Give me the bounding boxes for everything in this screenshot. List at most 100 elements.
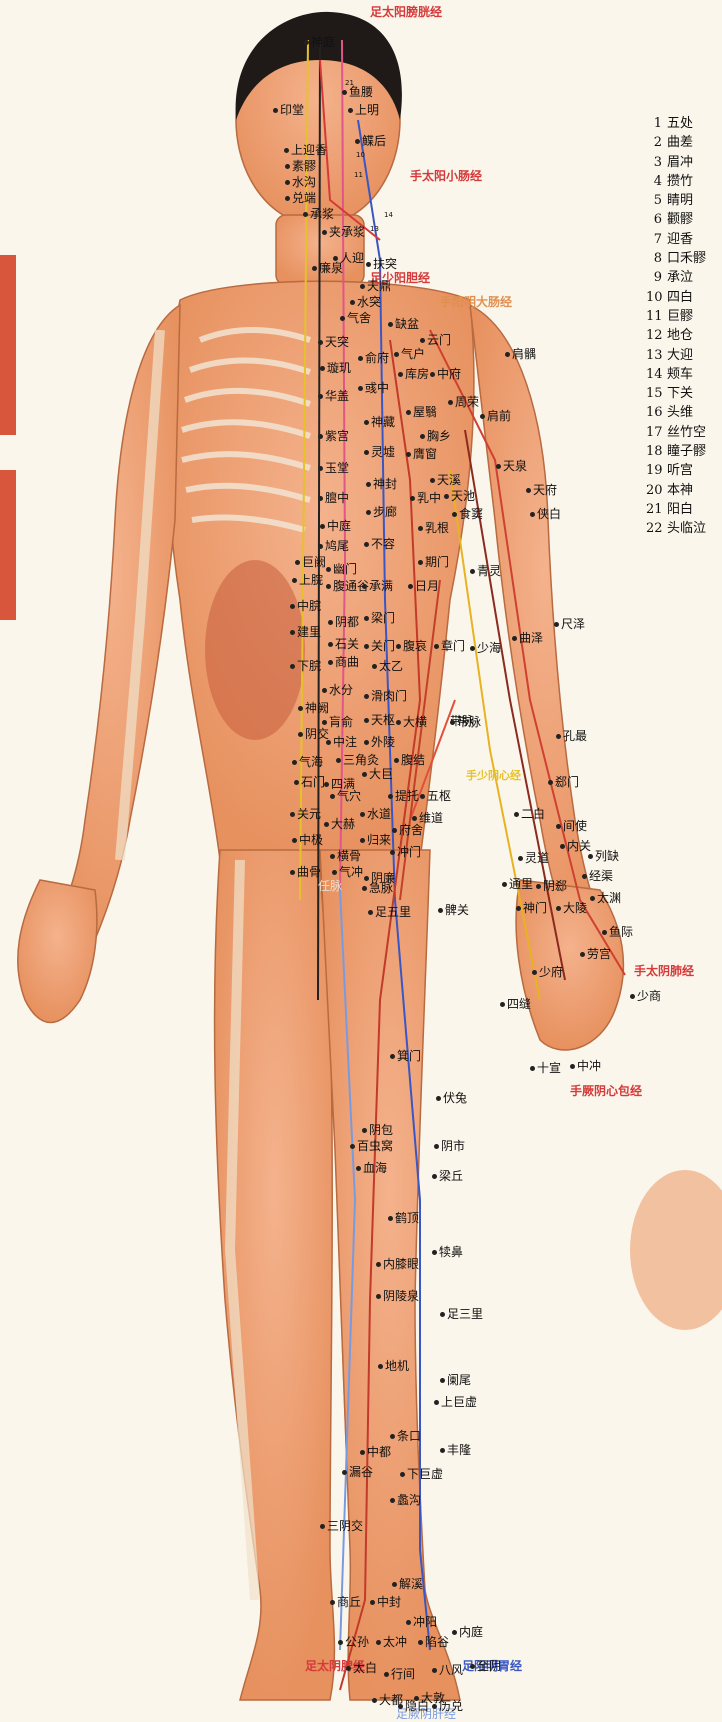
acupoint-label: 犊鼻 bbox=[432, 1246, 463, 1258]
acupoint-marker bbox=[394, 352, 399, 357]
acupoint-label: 天府 bbox=[526, 484, 557, 496]
acupoint-marker bbox=[418, 526, 423, 531]
acupoint-label: 承浆 bbox=[303, 208, 334, 220]
acupoint-name: 间使 bbox=[563, 819, 587, 833]
legend-point-name: 迎香 bbox=[667, 232, 693, 247]
acupoint-label: 府舍 bbox=[392, 824, 423, 836]
legend-number: 13 bbox=[646, 348, 662, 363]
acupoint-name: 百虫窝 bbox=[357, 1139, 393, 1153]
acupoint-name: 关元 bbox=[297, 807, 321, 821]
acupoint-marker bbox=[348, 108, 353, 113]
legend-point-name: 五处 bbox=[667, 116, 693, 131]
acupoint-marker bbox=[588, 854, 593, 859]
acupoint-marker bbox=[526, 488, 531, 493]
acupoint-name: 足三里 bbox=[447, 1307, 483, 1321]
acupoint-marker bbox=[370, 1600, 375, 1605]
head-point-legend: 1五处2曲差3眉冲4攒竹5睛明6颧髎7迎香8口禾髎9承泣10四白11巨髎12地仓… bbox=[646, 112, 706, 537]
acupoint-label: 提托 bbox=[388, 790, 419, 802]
acupoint-marker bbox=[556, 906, 561, 911]
acupoint-name: 郄门 bbox=[555, 775, 579, 789]
acupoint-name: 石门 bbox=[301, 775, 325, 789]
acupoint-name: 十宣 bbox=[537, 1061, 561, 1075]
acupoint-label: 内庭 bbox=[452, 1626, 483, 1638]
acupoint-marker bbox=[376, 1640, 381, 1645]
acupoint-marker bbox=[366, 262, 371, 267]
acupoint-label: 滑肉门 bbox=[364, 690, 407, 702]
acupoint-name: 少商 bbox=[637, 989, 661, 1003]
acupoint-label: 天鼎 bbox=[360, 280, 391, 292]
acupoint-name: 孔最 bbox=[563, 729, 587, 743]
acupoint-marker bbox=[414, 1696, 419, 1701]
acupoint-marker bbox=[396, 720, 401, 725]
acupoint-marker bbox=[360, 284, 365, 289]
legend-entry: 15下关 bbox=[646, 382, 706, 401]
acupoint-label: 上迎香 bbox=[284, 144, 327, 156]
head-number-marker: 14 bbox=[384, 212, 393, 219]
acupoint-label: 章门 bbox=[434, 640, 465, 652]
acupoint-name: 水突 bbox=[357, 295, 381, 309]
acupoint-name: 乳根 bbox=[425, 521, 449, 535]
acupoint-marker bbox=[530, 512, 535, 517]
legend-point-name: 大迎 bbox=[667, 348, 693, 363]
acupoint-name: 气冲 bbox=[339, 865, 363, 879]
acupoint-name: 中极 bbox=[299, 833, 323, 847]
acupoint-name: 中都 bbox=[367, 1445, 391, 1459]
acupoint-marker bbox=[590, 896, 595, 901]
legend-point-name: 瞳子髎 bbox=[667, 444, 706, 459]
acupoint-marker bbox=[496, 464, 501, 469]
acupoint-label: 足五里 bbox=[368, 906, 411, 918]
acupoint-label: 地机 bbox=[378, 1360, 409, 1372]
acupoint-name: 肩前 bbox=[487, 409, 511, 423]
acupoint-name: 至阴 bbox=[477, 1659, 501, 1673]
acupoint-marker bbox=[432, 1174, 437, 1179]
acupoint-label: 足三里 bbox=[440, 1308, 483, 1320]
acupoint-name: 尺泽 bbox=[561, 617, 585, 631]
left-edge-fragment-bottom bbox=[0, 470, 16, 620]
acupoint-marker bbox=[298, 706, 303, 711]
acupoint-name: 四缝 bbox=[507, 997, 531, 1011]
legend-entry: 14颊车 bbox=[646, 363, 706, 382]
legend-number: 3 bbox=[646, 155, 662, 170]
acupoint-marker bbox=[440, 1378, 445, 1383]
head-number-marker: 10 bbox=[356, 152, 365, 159]
acupoint-name: 灵墟 bbox=[371, 445, 395, 459]
legend-entry: 22头临泣 bbox=[646, 517, 706, 536]
acupoint-label: 八风 bbox=[432, 1664, 463, 1676]
legend-point-name: 曲差 bbox=[667, 135, 693, 150]
acupoint-label: 劳宫 bbox=[580, 948, 611, 960]
acupoint-name: 气海 bbox=[299, 755, 323, 769]
acupoint-name: 胸乡 bbox=[427, 429, 451, 443]
acupoint-label: 膺窗 bbox=[406, 448, 437, 460]
acupoint-marker bbox=[326, 584, 331, 589]
acupoint-marker bbox=[364, 740, 369, 745]
legend-number: 12 bbox=[646, 328, 662, 343]
legend-entry: 2曲差 bbox=[646, 131, 706, 150]
acupoint-marker bbox=[432, 1250, 437, 1255]
acupoint-marker bbox=[290, 664, 295, 669]
acupoint-name: 经渠 bbox=[589, 869, 613, 883]
acupoint-marker bbox=[364, 644, 369, 649]
acupoint-name: 外陵 bbox=[371, 735, 395, 749]
acupoint-name: 商曲 bbox=[335, 655, 359, 669]
acupoint-label: 大巨 bbox=[362, 768, 393, 780]
acupoint-name: 少府 bbox=[539, 965, 563, 979]
acupoint-name: 玉堂 bbox=[325, 461, 349, 475]
acupoint-marker bbox=[410, 496, 415, 501]
acupoint-marker bbox=[295, 560, 300, 565]
acupoint-label: 侠白 bbox=[530, 508, 561, 520]
acupoint-label: 外陵 bbox=[364, 736, 395, 748]
acupoint-name: 大横 bbox=[403, 715, 427, 729]
legend-number: 14 bbox=[646, 367, 662, 382]
acupoint-label: 梁门 bbox=[364, 612, 395, 624]
right-edge-fragment bbox=[630, 1170, 722, 1330]
acupoint-name: 水分 bbox=[329, 683, 353, 697]
acupoint-name: 神阙 bbox=[305, 701, 329, 715]
acupoint-label: 急脉 bbox=[362, 882, 393, 894]
acupoint-label: 幽门 bbox=[326, 563, 357, 575]
acupoint-label: 水分 bbox=[322, 684, 353, 696]
acupoint-marker bbox=[406, 1620, 411, 1625]
acupoint-name: 通里 bbox=[509, 877, 533, 891]
acupoint-name: 巨阙 bbox=[302, 555, 326, 569]
acupoint-marker bbox=[284, 148, 289, 153]
acupoint-marker bbox=[362, 772, 367, 777]
